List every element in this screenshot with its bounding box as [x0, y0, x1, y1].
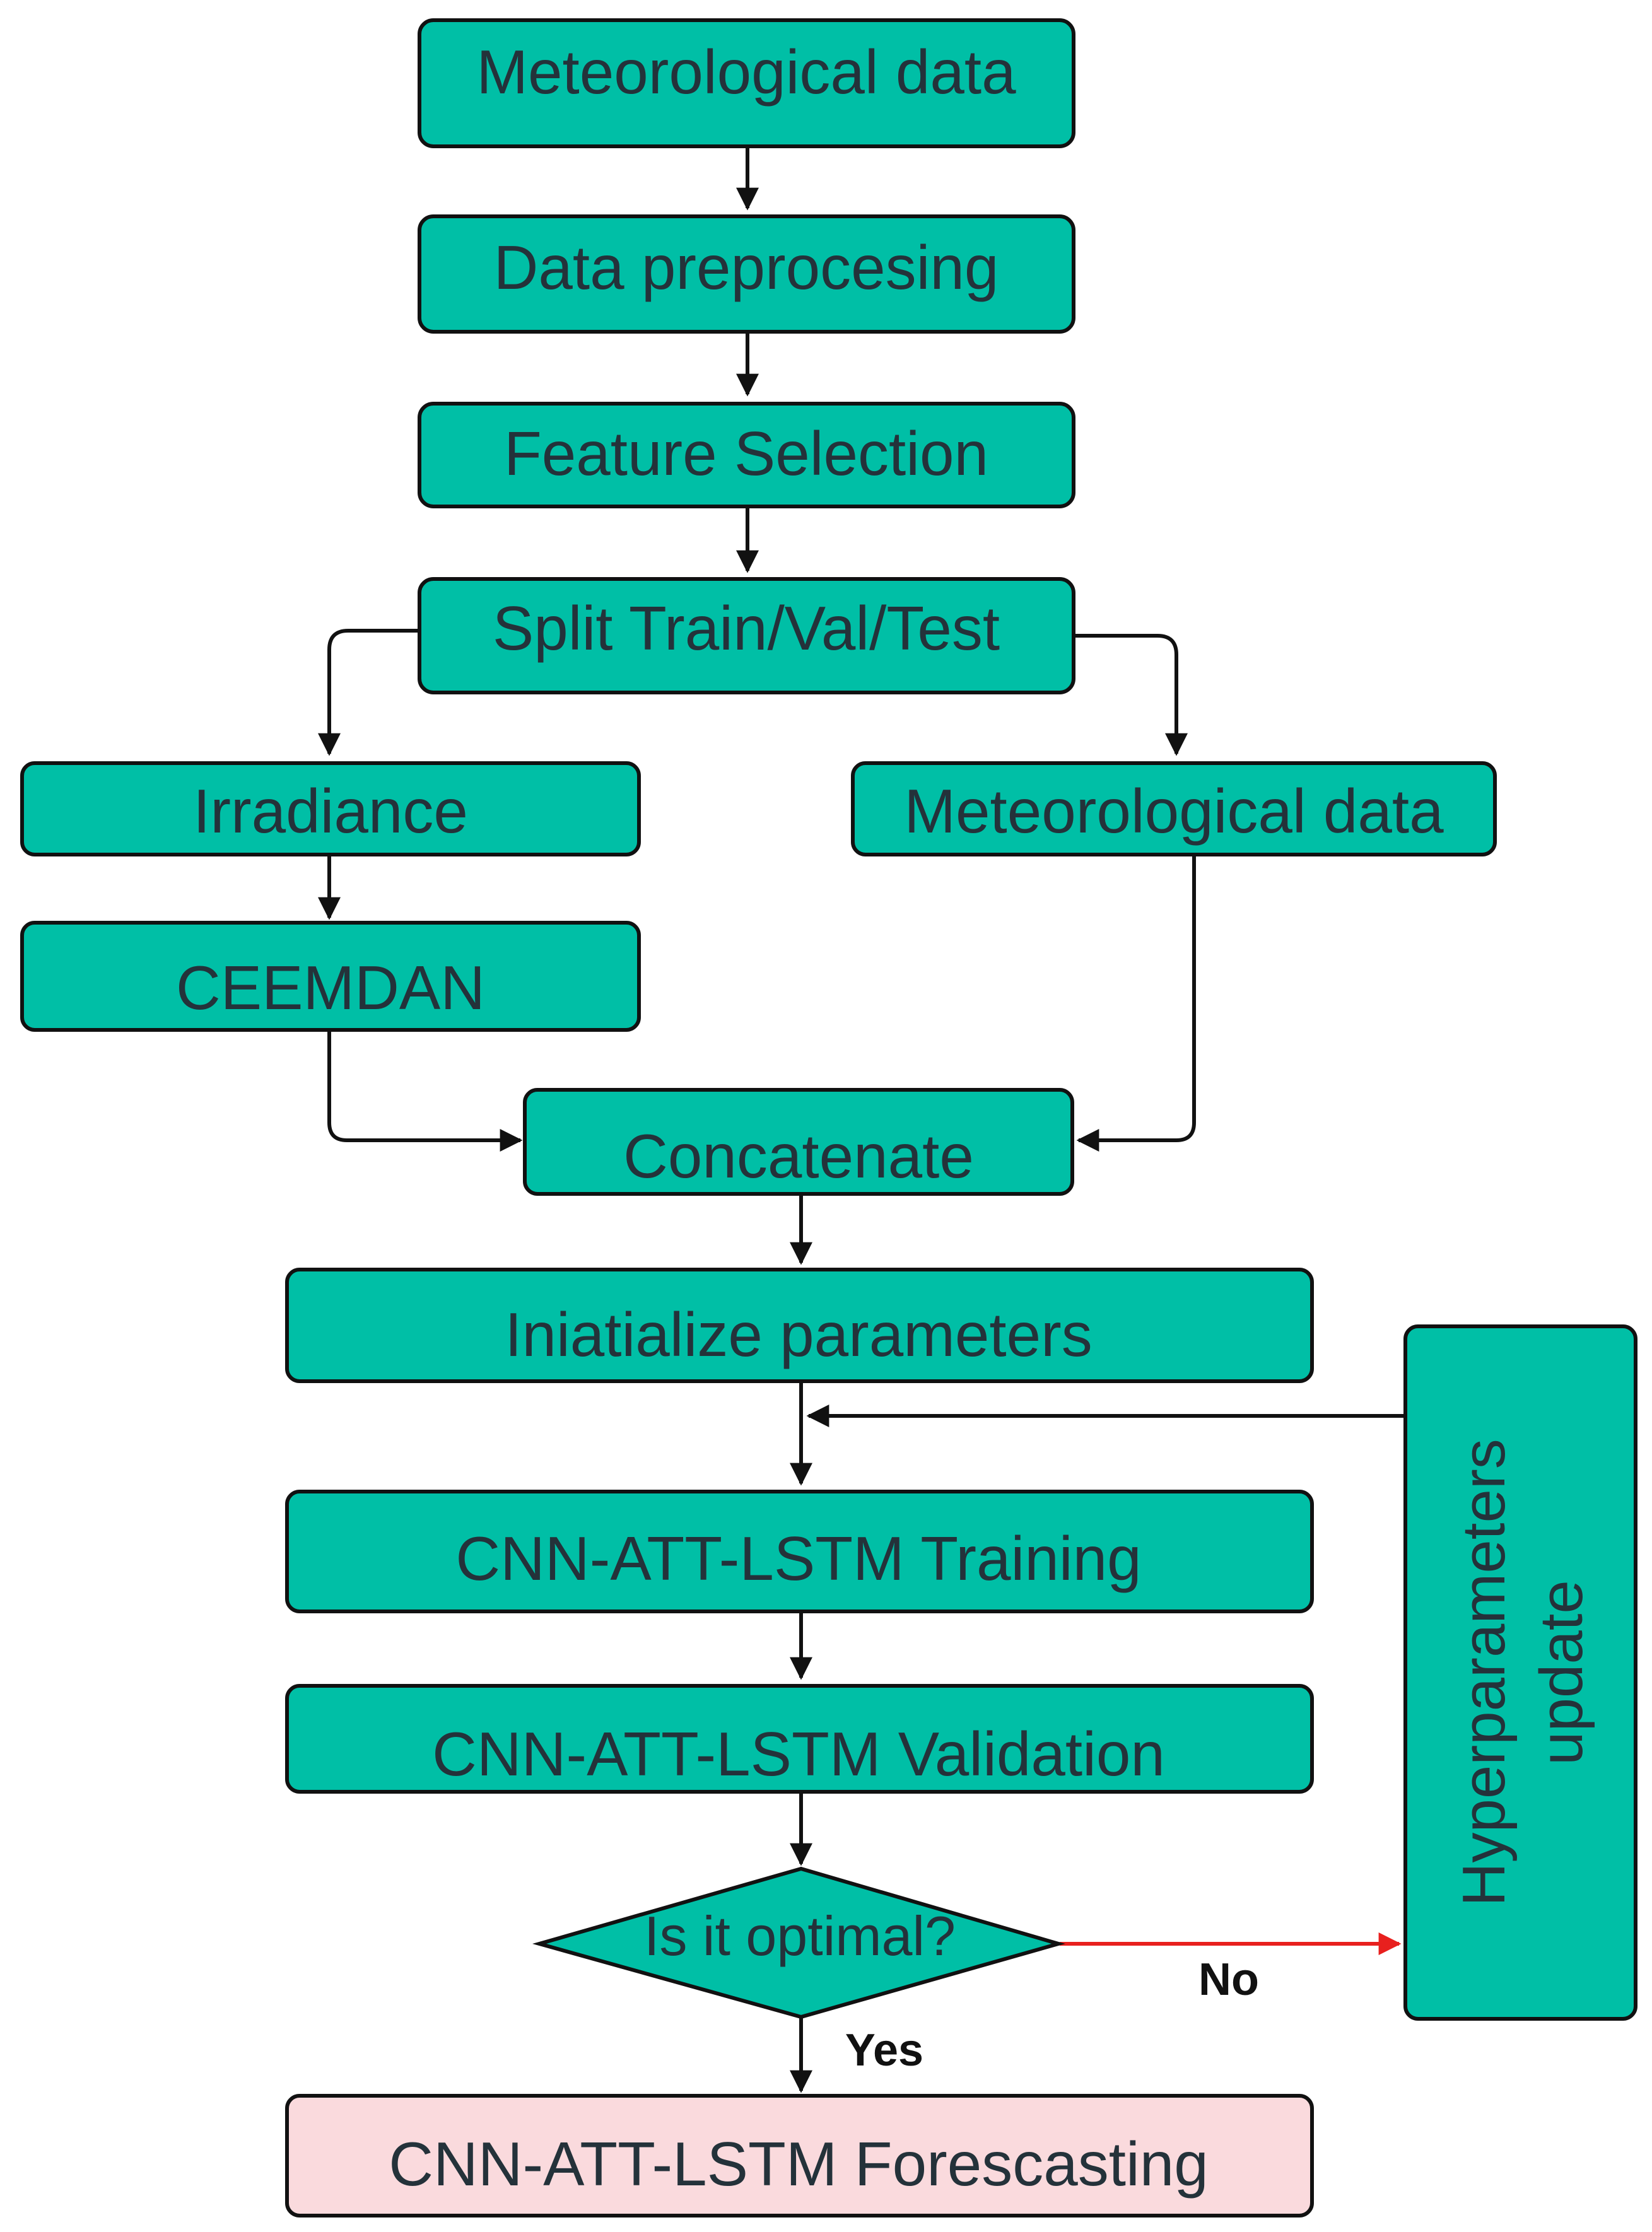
node-split-train-val-test: Split Train/Val/Test — [418, 577, 1075, 694]
arrow-meteo-right-to-concatenate — [1076, 855, 1196, 1152]
node-label: CEEMDAN — [176, 953, 485, 1022]
node-training: CNN-ATT-LSTM Training — [285, 1490, 1314, 1613]
edge-label-yes: Yes — [845, 2025, 923, 2076]
node-label: Data preprocesing — [494, 233, 999, 302]
node-meteorological-data-top: Meteorological data — [418, 18, 1075, 148]
node-ceemdan: CEEMDAN — [20, 921, 641, 1032]
node-label: Irradiance — [193, 776, 468, 846]
node-hyperparameters-update: Hyperparameters update — [1403, 1324, 1637, 2021]
node-label: CNN-ATT-LSTM Validation — [432, 1719, 1165, 1789]
node-decision-is-optimal: Is it optimal? — [532, 1866, 1065, 2019]
connectors — [318, 148, 1403, 2093]
node-label: Meteorological data — [476, 37, 1016, 107]
node-label: Is it optimal? — [644, 1905, 956, 1967]
node-label: Meteorological data — [904, 776, 1444, 846]
arrow-ceemdan-to-concatenate — [327, 1031, 523, 1152]
node-label: Split Train/Val/Test — [493, 593, 1000, 663]
arrow-split-to-meteo-right — [1074, 634, 1188, 756]
node-label: Concatenate — [623, 1121, 974, 1191]
node-label: Iniatialize parameters — [505, 1300, 1092, 1369]
edge-label-no: No — [1198, 1954, 1259, 2005]
node-concatenate: Concatenate — [523, 1088, 1074, 1196]
node-label-line2: update — [1528, 1580, 1595, 1765]
node-feature-selection: Feature Selection — [418, 402, 1075, 508]
boxes: Meteorological data Data preprocesing Fe… — [20, 18, 1637, 2217]
node-label: CNN-ATT-LSTM Forescasting — [389, 2129, 1209, 2199]
node-label-line1: Hyperparameters — [1450, 1439, 1518, 1907]
node-initialize-parameters: Iniatialize parameters — [285, 1268, 1314, 1383]
node-label: Feature Selection — [504, 419, 988, 488]
node-meteorological-data-right: Meteorological data — [851, 761, 1497, 856]
node-validation: CNN-ATT-LSTM Validation — [285, 1684, 1314, 1794]
arrow-split-to-irradiance — [318, 629, 419, 756]
node-irradiance: Irradiance — [20, 761, 641, 856]
node-label: CNN-ATT-LSTM Training — [455, 1524, 1141, 1593]
node-forecasting: CNN-ATT-LSTM Forescasting — [285, 2094, 1314, 2217]
node-data-preprocessing: Data preprocesing — [418, 214, 1075, 334]
